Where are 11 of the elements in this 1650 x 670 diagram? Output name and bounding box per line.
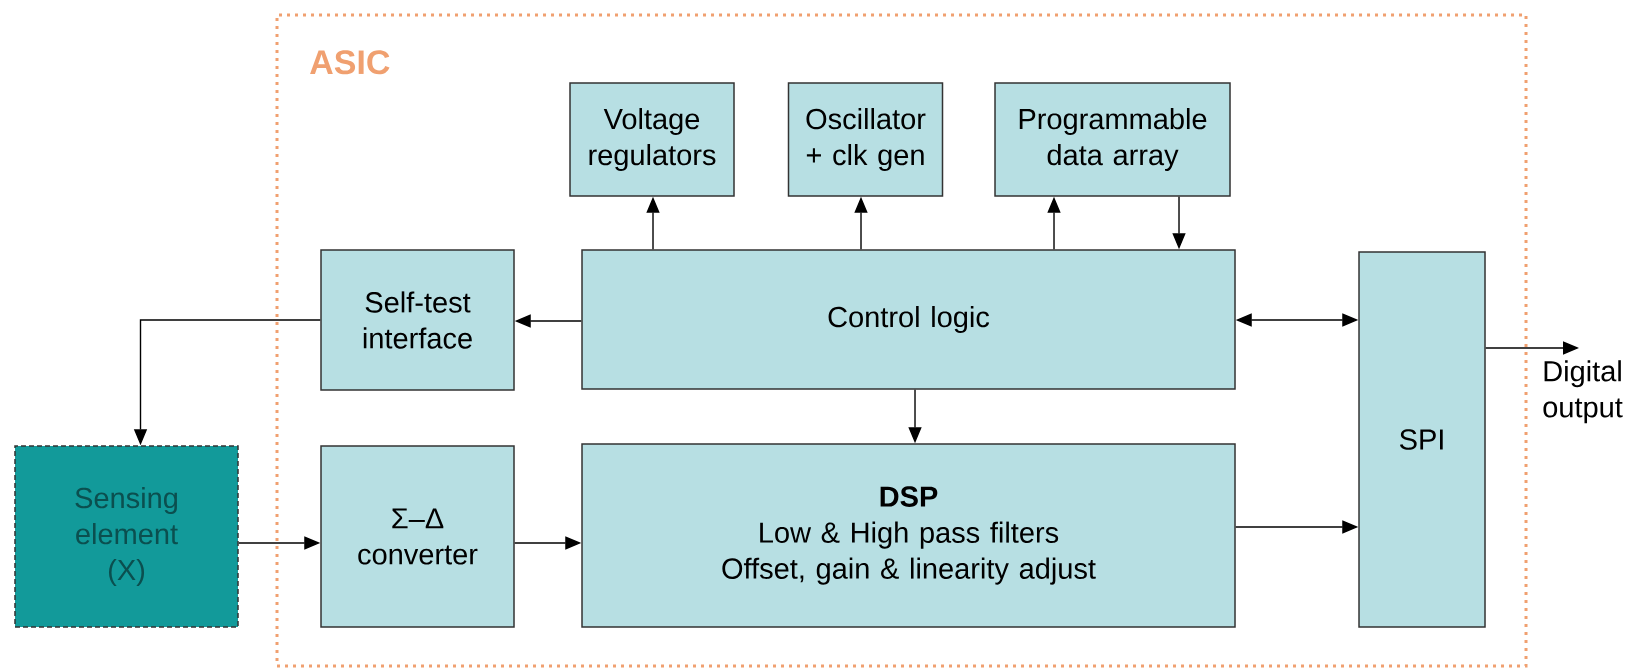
- block-box: Control logic: [581, 249, 1236, 390]
- block-box: Voltage regulators: [569, 82, 735, 197]
- block-box: Self-test interface: [320, 249, 515, 391]
- block-box: DSP Low & High pass filters Offset, gain & linearity adjust: [581, 443, 1236, 628]
- block-box: Oscillator + clk gen: [787, 82, 944, 197]
- block-box: SPI: [1358, 251, 1486, 628]
- block-box: Σ–Δ converter: [320, 445, 515, 628]
- output-label: Digital output: [1543, 360, 1623, 424]
- frame-heading: ASIC: [310, 50, 390, 75]
- block-box: Programmable data array: [994, 82, 1231, 197]
- sensing-element-box: Sensing element (X): [14, 445, 239, 628]
